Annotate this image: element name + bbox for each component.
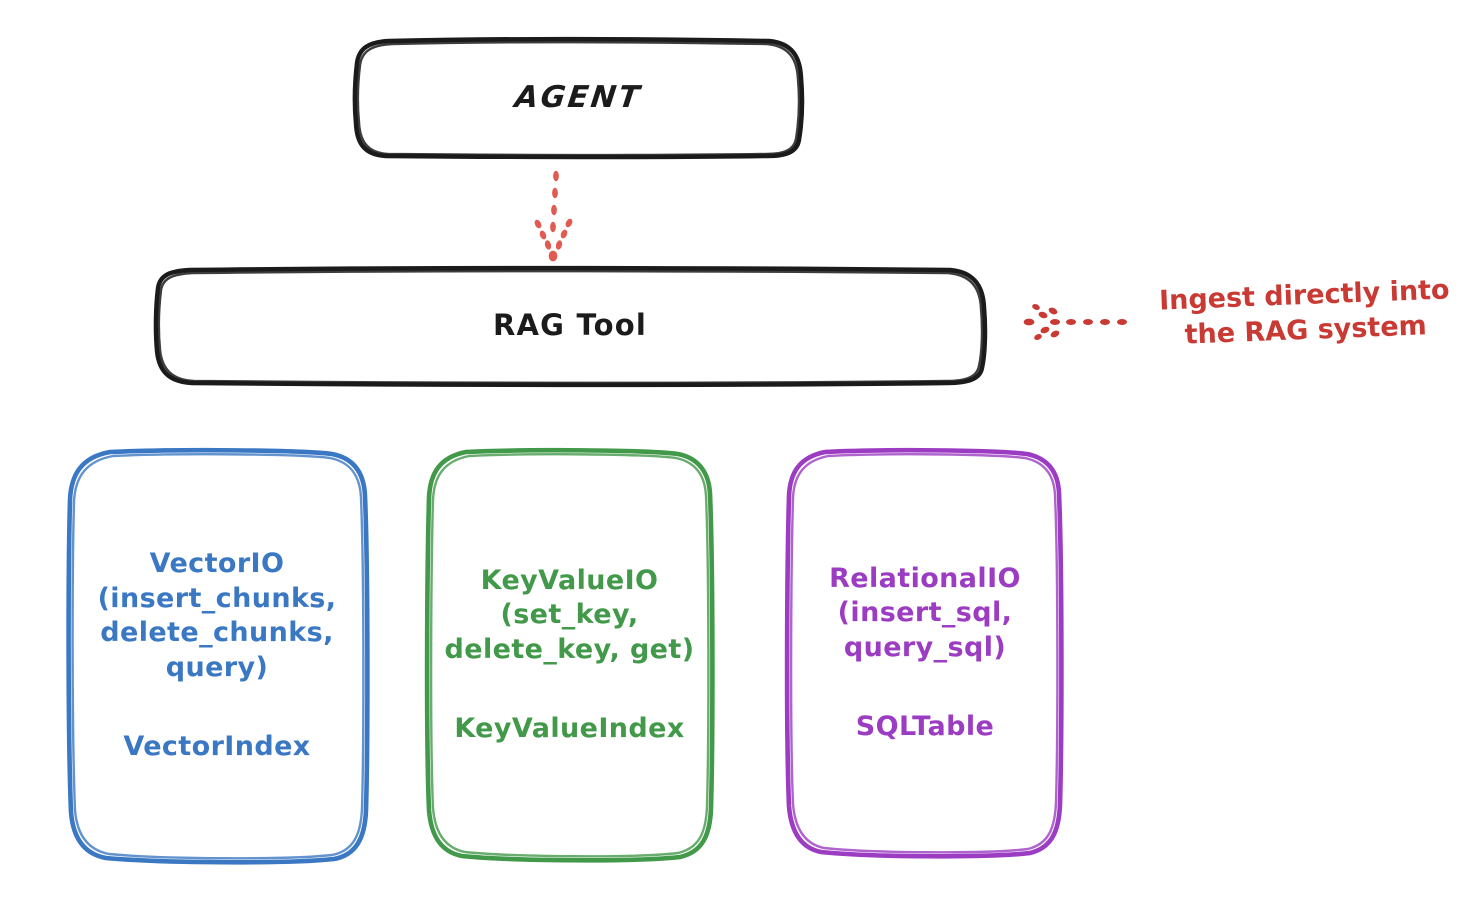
- node-key-value-io-index-label: KeyValueIndex: [454, 712, 685, 744]
- agent-box-outline: [352, 36, 805, 160]
- annotation-ingest-directly: Ingest directly into the RAG system: [1158, 274, 1451, 351]
- rag-tool-box-outline: [153, 265, 988, 388]
- node-agent-label: AGENT: [513, 79, 644, 115]
- relational-io-box-outline: [784, 447, 1064, 859]
- node-relational-io[interactable]: RelationalIO (insert_sql, query_sql) SQL…: [789, 450, 1061, 856]
- node-agent[interactable]: AGENT: [355, 40, 802, 156]
- connector-ingest-to-rag-tool: [1023, 304, 1127, 340]
- node-relational-io-index-label: SQLTable: [855, 710, 995, 742]
- key-value-io-box-outline: [424, 447, 715, 863]
- connector-agent-to-rag-tool: [534, 170, 573, 262]
- node-relational-io-api-label: RelationalIO (insert_sql, query_sql): [829, 562, 1021, 663]
- node-vector-io-api-label: VectorIO (insert_chunks, delete_chunks, …: [97, 548, 337, 683]
- node-rag-tool-label: RAG Tool: [493, 308, 647, 343]
- node-key-value-io-api-label: KeyValueIO (set_key, delete_key, get): [444, 564, 695, 665]
- node-rag-tool[interactable]: RAG Tool: [155, 269, 985, 383]
- node-vector-io[interactable]: VectorIO (insert_chunks, delete_chunks, …: [68, 450, 366, 862]
- vector-io-box-outline: [66, 447, 370, 865]
- node-key-value-io[interactable]: KeyValueIO (set_key, delete_key, get) Ke…: [428, 450, 711, 860]
- node-vector-io-index-label: VectorIndex: [123, 731, 311, 763]
